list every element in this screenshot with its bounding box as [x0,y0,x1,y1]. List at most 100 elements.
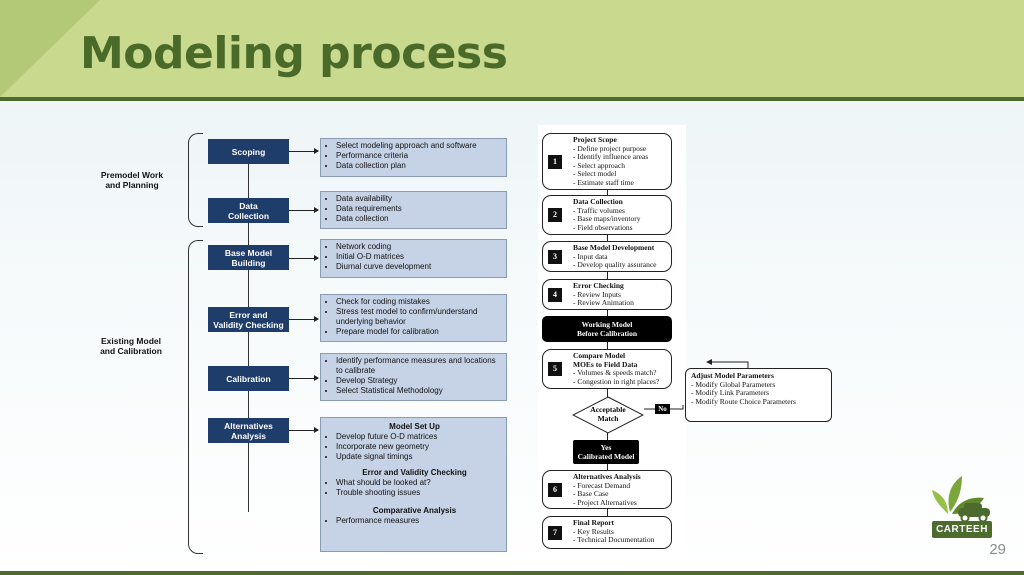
slide-title: Modeling process [80,28,508,79]
step-item: - Field observations [573,222,633,232]
carteeh-logo-icon [932,476,990,523]
logo-text: CARTEEH [932,521,992,538]
step-item: - Input data [573,251,608,261]
detail-item: Select Statistical Methodology [336,386,502,396]
step-number: 2 [548,208,562,222]
step-item: - Review Inputs [573,289,621,299]
flow-step-7: 7 Final Report - Key Results - Technical… [542,516,672,549]
step-item: - Project Alternatives [573,497,637,507]
decision-diamond [572,396,644,434]
decision-label: Acceptable Match [590,405,626,423]
adjust-item: - Modify Route Choice Parameters [691,396,796,406]
detail-item: Data collection [336,214,502,224]
header-corner-accent [0,0,100,97]
adjust-item: - Modify Global Parameters [691,379,776,389]
step-heading: Base Model Development [573,243,655,252]
arrow-right [289,147,319,155]
slide-background [0,101,1024,571]
step-number: 3 [548,249,562,264]
header-band [0,0,1024,97]
arrow-right [289,426,319,434]
step-heading: Final Report [573,518,615,527]
detail-item: Diurnal curve development [336,262,502,272]
detail-item: What should be looked at? [336,478,502,488]
step-item: - Develop quality assurance [573,260,657,269]
working-model-box: Working Model Before Calibration [542,316,672,342]
step-item: - Estimate staff time [573,177,634,187]
details-box-error-validity: Check for coding mistakes Stress test mo… [320,294,507,342]
adjust-item: - Modify Link Parameters [691,388,770,397]
step-number: 4 [548,287,562,302]
detail-item: Check for coding mistakes [336,297,502,307]
detail-item: Prepare model for calibration [336,327,502,337]
arrow-right [289,206,319,214]
step-item: - Select approach [573,160,626,170]
detail-item: Data requirements [336,204,502,214]
step-error-validity: Error and Validity Checking [208,307,289,332]
step-heading: Error Checking [573,281,624,290]
step-heading: Compare Model MOEs to Field Data [573,351,638,369]
detail-item: Develop future O-D matrices [336,432,502,442]
adjust-parameters-box: Adjust Model Parameters - Modify Global … [685,368,832,422]
step-item: - Traffic volumes [573,205,625,215]
step-item: - Forecast Demand [573,480,631,490]
detail-item: Network coding [336,242,502,252]
arrow-right [289,374,319,382]
header-rule [0,97,1024,101]
detail-item: Update signal timings [336,452,502,462]
adjust-heading: Adjust Model Parameters [691,371,774,380]
detail-item: Identify performance measures and locati… [336,356,502,376]
step-alternatives-analysis: Alternatives Analysis [208,418,289,443]
step-item: - Key Results [573,526,614,536]
step-number: 7 [548,525,562,540]
flow-step-3: 3 Base Model Development - Input data - … [542,241,672,272]
step-scoping: Scoping [208,139,289,164]
step-item: - Select model [573,169,617,178]
arrow-right [289,315,319,323]
footer-rule [0,571,1024,575]
phase-bracket-premodel [188,133,203,227]
right-flowchart: 1 Project Scope - Define project purpose… [538,125,686,557]
step-number: 5 [548,362,562,376]
detail-item: Trouble shooting issues [336,488,502,498]
detail-item: Select modeling approach and software [336,141,502,151]
step-number: 6 [548,482,562,497]
step-connector [248,164,250,512]
phase-label-existing: Existing Model and Calibration [100,336,162,356]
flow-step-4: 4 Error Checking - Review Inputs - Revie… [542,279,672,310]
step-heading: Project Scope [573,135,617,144]
step-item: - Identify influence areas [573,152,649,161]
section-heading: Comparative Analysis [372,506,457,515]
section-heading: Error and Validity Checking [362,468,467,477]
detail-item: Data availability [336,194,502,204]
detail-item: Stress test model to confirm/understand … [336,307,502,327]
phase-bracket-existing [188,240,203,554]
step-heading: Alternatives Analysis [573,472,641,481]
left-process-diagram: Premodel Work and Planning Existing Mode… [100,128,510,558]
step-item: - Volumes & speeds match? [573,368,657,377]
step-data-collection: Data Collection [208,198,289,223]
details-box-data-collection: Data availability Data requirements Data… [320,191,507,229]
no-label: No [655,404,670,414]
step-item: - Congestion in right places? [573,376,660,386]
step-item: - Base maps/inventory [573,214,641,223]
step-item: - Define project purpose [573,143,647,153]
flow-step-1: 1 Project Scope - Define project purpose… [542,133,672,190]
details-box-alternatives: Model Set Up Develop future O-D matrices… [320,417,507,552]
flow-step-2: 2 Data Collection - Traffic volumes - Ba… [542,195,672,235]
details-box-calibration: Identify performance measures and locati… [320,353,507,401]
section-heading: Model Set Up [389,422,440,431]
step-calibration: Calibration [208,366,289,391]
detail-item: Develop Strategy [336,376,502,386]
detail-item: Data collection plan [336,161,502,171]
detail-item: Initial O-D matrices [336,252,502,262]
arrow-right [289,254,319,262]
details-box-scoping: Select modeling approach and software Pe… [320,138,507,177]
detail-item: Performance measures [336,516,502,526]
step-base-model-building: Base Model Building [208,245,289,270]
phase-label-premodel: Premodel Work and Planning [100,170,164,190]
detail-item: Incorporate new geometry [336,442,502,452]
step-heading: Data Collection [573,197,623,206]
page-number: 29 [989,541,1006,558]
detail-item: Performance criteria [336,151,502,161]
